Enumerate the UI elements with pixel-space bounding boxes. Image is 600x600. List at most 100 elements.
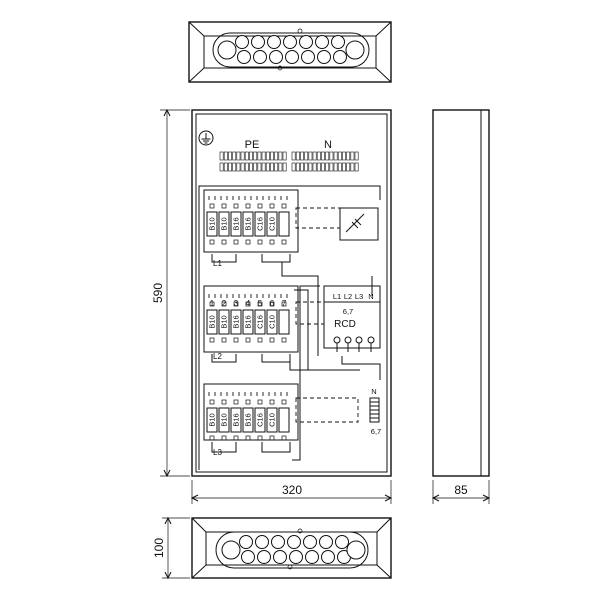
breaker-rating: C10 — [268, 217, 277, 231]
pe-terminal — [270, 162, 274, 172]
small-n-label: N — [371, 387, 376, 396]
breaker-number: 3 — [234, 299, 239, 308]
pe-terminal — [236, 151, 241, 161]
dimension-cover-height: 100 — [152, 516, 190, 580]
breaker-number: 6 — [270, 299, 275, 308]
n-terminal — [321, 162, 325, 172]
pe-terminal — [257, 162, 262, 172]
pe-terminal — [240, 162, 245, 172]
pe-terminal — [223, 151, 228, 161]
breaker-rating: B10 — [220, 315, 229, 328]
pe-terminal — [249, 151, 253, 161]
pe-label: PE — [245, 139, 260, 151]
pe-terminal — [265, 162, 270, 172]
n-label: N — [324, 139, 332, 151]
breaker-rating: C10 — [268, 315, 277, 329]
rcd-label: RCD — [334, 319, 356, 330]
pe-terminal — [274, 151, 279, 161]
breaker-rating: B16 — [232, 315, 241, 328]
breaker-module — [218, 211, 230, 237]
breaker-rating: C16 — [256, 217, 265, 231]
breaker-rating: B10 — [220, 217, 229, 230]
breaker-module — [266, 407, 278, 433]
pe-terminal — [228, 151, 232, 161]
pe-terminal — [278, 162, 283, 172]
breaker-module — [278, 211, 290, 237]
breaker-module — [254, 309, 266, 335]
pe-terminal — [249, 162, 253, 172]
pe-terminal — [236, 162, 241, 172]
breaker-module — [230, 407, 242, 433]
pe-terminal — [219, 151, 224, 161]
ground-icon — [198, 130, 214, 146]
n-terminal-block — [291, 151, 359, 172]
row-label-l2: L2 — [213, 352, 222, 361]
main-switch — [295, 207, 379, 241]
breaker-rating: B16 — [244, 217, 253, 230]
rcd-terminal-l1: L1 — [333, 292, 341, 301]
n-terminal — [354, 151, 359, 161]
pe-terminal — [232, 151, 237, 161]
n-terminal — [295, 162, 300, 172]
row-label-l1: L1 — [213, 259, 222, 268]
bottom-view — [191, 517, 392, 579]
depth-dimension-label: 85 — [454, 483, 468, 497]
breaker-number: 4 — [246, 299, 251, 308]
n-terminal — [337, 151, 342, 161]
n-terminal — [291, 151, 296, 161]
breaker-rating: B16 — [232, 413, 241, 426]
small-n-rating: 6,7 — [371, 427, 381, 436]
width-dimension-label: 320 — [282, 483, 302, 497]
n-terminal — [295, 151, 300, 161]
row-label-l3: L3 — [213, 448, 222, 457]
n-terminal — [300, 151, 304, 161]
n-terminal — [316, 162, 321, 172]
breaker-module — [242, 309, 254, 335]
breaker-rating: B10 — [220, 413, 229, 426]
bottom-entry-grommet — [215, 528, 369, 570]
pe-terminal-block — [219, 151, 287, 172]
n-terminal — [350, 162, 355, 172]
n-terminal — [329, 151, 334, 161]
breaker-module — [230, 211, 242, 237]
pe-terminal — [240, 151, 245, 161]
pe-terminal — [223, 162, 228, 172]
breaker-module — [230, 309, 242, 335]
breaker-module — [206, 309, 218, 335]
n-terminal-small: N 6,7 — [295, 387, 381, 436]
pe-terminal — [270, 151, 274, 161]
breaker-module — [278, 407, 290, 433]
breaker-module — [218, 309, 230, 335]
breaker-rating: B10 — [208, 413, 217, 426]
pe-terminal — [253, 151, 258, 161]
top-view — [188, 21, 392, 83]
breaker-rating: B16 — [244, 315, 253, 328]
rcd-terminal-l2: L2 — [344, 292, 352, 301]
rcd-terminal-l3: L3 — [355, 292, 363, 301]
n-terminal — [342, 162, 346, 172]
pe-terminal — [219, 162, 224, 172]
dimension-height: 590 — [151, 108, 190, 478]
n-terminal — [325, 162, 330, 172]
breaker-rating: B16 — [232, 217, 241, 230]
n-terminal — [312, 151, 317, 161]
n-terminal — [333, 151, 338, 161]
n-terminal — [346, 162, 351, 172]
pe-terminal — [228, 162, 232, 172]
rcd-device: L1 L2 L3 N 6,7 RCD — [295, 285, 381, 352]
rcd-terminal-n: N — [368, 292, 373, 301]
breaker-module — [218, 407, 230, 433]
breaker-module — [266, 309, 278, 335]
breaker-module — [206, 407, 218, 433]
height-dimension-label: 590 — [151, 283, 165, 303]
n-terminal — [312, 162, 317, 172]
pe-terminal — [274, 162, 279, 172]
breaker-rating: C16 — [256, 315, 265, 329]
breaker-number: 2 — [222, 299, 227, 308]
n-terminal — [291, 162, 296, 172]
n-terminal — [304, 151, 309, 161]
pe-terminal — [232, 162, 237, 172]
